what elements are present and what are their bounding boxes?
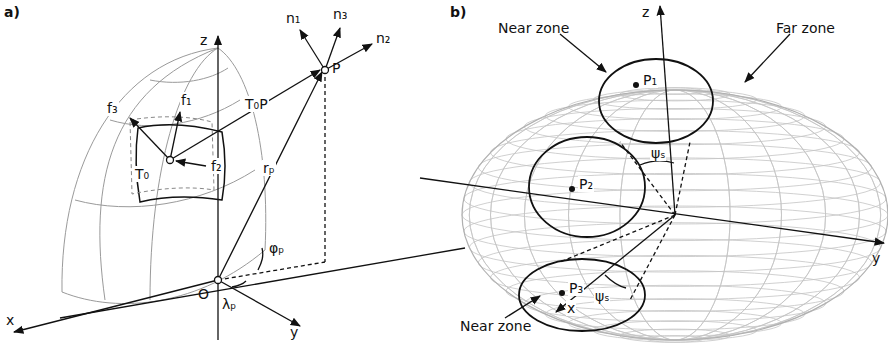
sphere-grid (62, 48, 266, 304)
figure-label: n₃ (333, 6, 348, 22)
figure-label: Near zone (498, 20, 569, 36)
near-zone-ellipse: P₁ (598, 58, 714, 144)
point-dot (559, 290, 565, 296)
point-dot (633, 82, 639, 88)
figure-label: x (6, 312, 14, 328)
parallel (506, 119, 844, 160)
point-label: P₃ (568, 280, 584, 296)
axes-a (14, 36, 465, 340)
point-dot (569, 186, 575, 192)
meridian (469, 90, 880, 340)
figure-label: z (200, 32, 207, 48)
meridian (569, 90, 782, 340)
figure-label: O (198, 286, 209, 302)
parallel (545, 100, 804, 131)
figure-label: a) (4, 4, 20, 20)
parallel (478, 144, 872, 191)
figure-label: n₂ (376, 30, 391, 46)
figure-label: y (872, 250, 880, 266)
ellipsoid-outline (462, 90, 888, 340)
axes-b (420, 6, 884, 318)
vectors-a (130, 28, 372, 287)
point-label: P₁ (642, 72, 658, 88)
figure-label: φₚ (268, 240, 285, 256)
point-label: P₂ (578, 176, 594, 192)
point-t0 (167, 157, 174, 164)
figure-label: y (290, 324, 298, 340)
parallel (469, 223, 880, 272)
near-zone-ellipse: P₂ (528, 136, 646, 238)
figure-label: Near zone (460, 318, 531, 334)
figure-label: b) (450, 4, 466, 20)
figure-label: P (332, 60, 340, 76)
meridian (491, 90, 860, 340)
figure-label: x (566, 300, 576, 316)
figure-label: T₀ (134, 166, 150, 182)
figure-label: f₂ (210, 158, 223, 174)
ellipsoid-grid (462, 88, 888, 343)
figure-label: rₚ (262, 160, 276, 176)
parallel (506, 271, 844, 312)
figure-label: f₃ (106, 100, 119, 116)
figure-label: T₀P (244, 96, 269, 112)
figure-label: f₁ (180, 92, 193, 108)
surface-patch-dashed (130, 117, 214, 194)
figure-label: z (642, 4, 649, 20)
meridian (524, 90, 825, 340)
surface-patch (136, 125, 225, 202)
figure-label: λₚ (222, 296, 236, 312)
figure-label: ψₛ (594, 288, 610, 304)
figure-label: ψₛ (650, 145, 666, 161)
parallel (594, 90, 757, 110)
meridian (491, 90, 860, 340)
figure-label: n₁ (286, 10, 301, 26)
point-p (322, 67, 329, 74)
figure-label: Far zone (776, 20, 835, 36)
meridian (569, 90, 782, 340)
meridian (620, 90, 730, 340)
meridian (469, 90, 880, 340)
parallel (594, 321, 757, 341)
near-zone-ellipse: P₃ (518, 258, 646, 332)
parallel (491, 255, 860, 299)
ellipse-outline (598, 58, 714, 144)
parallel (545, 299, 804, 330)
parallel (464, 173, 886, 224)
meridian (620, 90, 730, 340)
meridian (524, 90, 825, 340)
origin (215, 277, 222, 284)
